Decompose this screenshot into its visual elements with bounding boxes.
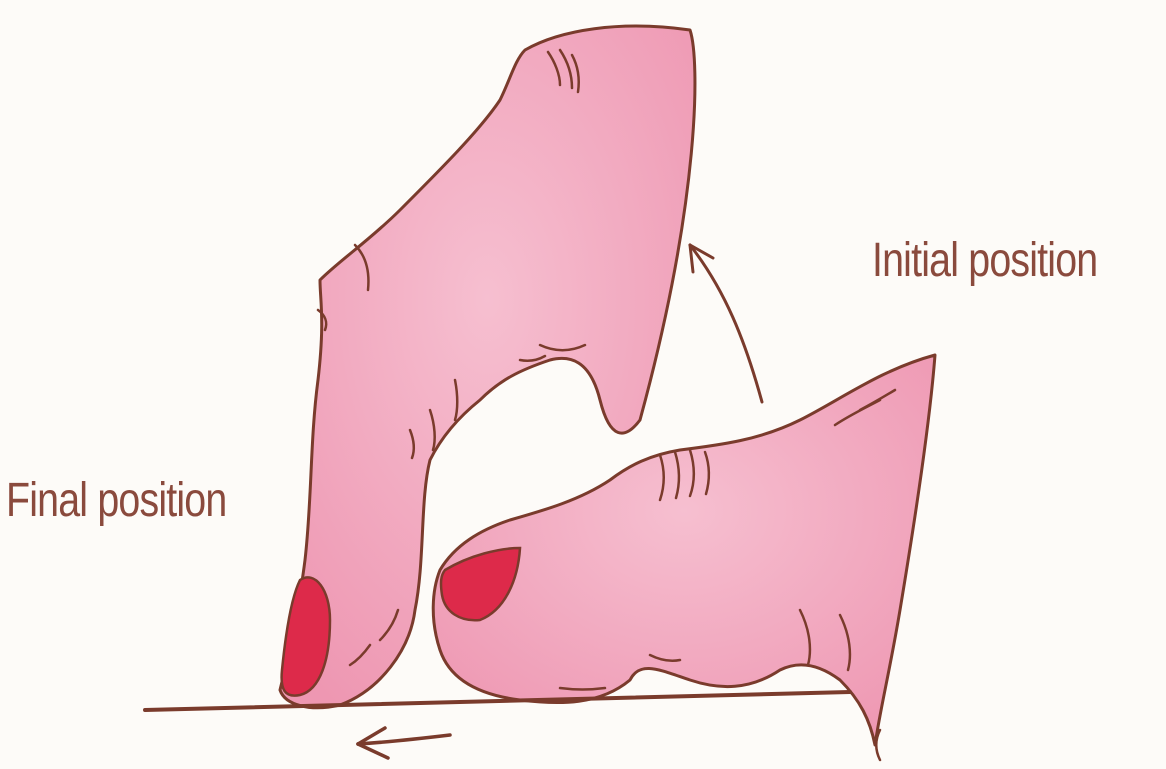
final-position-label: Final position	[6, 473, 226, 528]
arrow-left-icon	[358, 728, 450, 758]
curved-arrow-up-icon	[690, 245, 762, 402]
initial-position-label: Initial position	[872, 233, 1097, 288]
